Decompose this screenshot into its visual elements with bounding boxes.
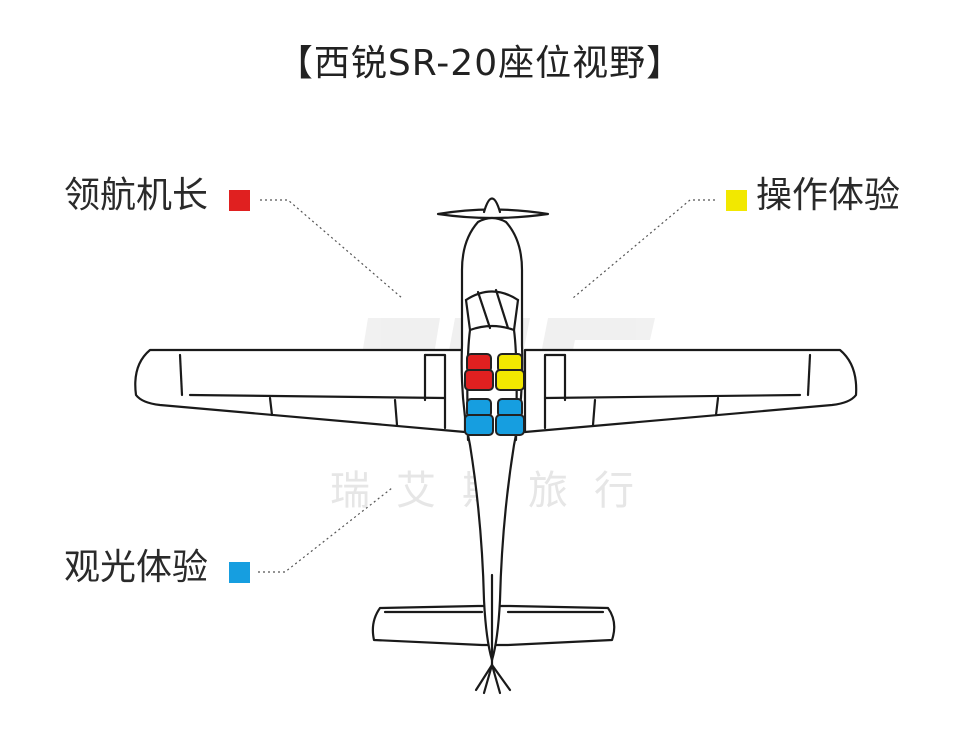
seat-front-right	[495, 353, 525, 391]
legend-label-sightsee: 观光体验	[64, 547, 209, 588]
leader-line-pilot	[260, 199, 403, 299]
seats	[464, 353, 525, 436]
propeller	[436, 208, 550, 220]
spinner	[482, 197, 502, 214]
legend-swatch-sightsee	[229, 562, 250, 583]
seat-rear-right	[495, 398, 525, 436]
left-wing	[134, 348, 467, 434]
legend-swatch-pilot	[229, 190, 250, 211]
right-wing	[523, 348, 858, 434]
leader-line-sightsee	[258, 487, 393, 573]
seat-front-left	[464, 353, 494, 391]
legend-swatch-operate	[726, 190, 747, 211]
page-title: 【西锐SR-20座位视野】	[276, 43, 684, 84]
legend-label-pilot: 领航机长	[64, 175, 209, 216]
seat-rear-left	[464, 398, 494, 436]
legend-label-operate: 操作体验	[756, 175, 901, 216]
leader-line-operate	[572, 199, 715, 299]
